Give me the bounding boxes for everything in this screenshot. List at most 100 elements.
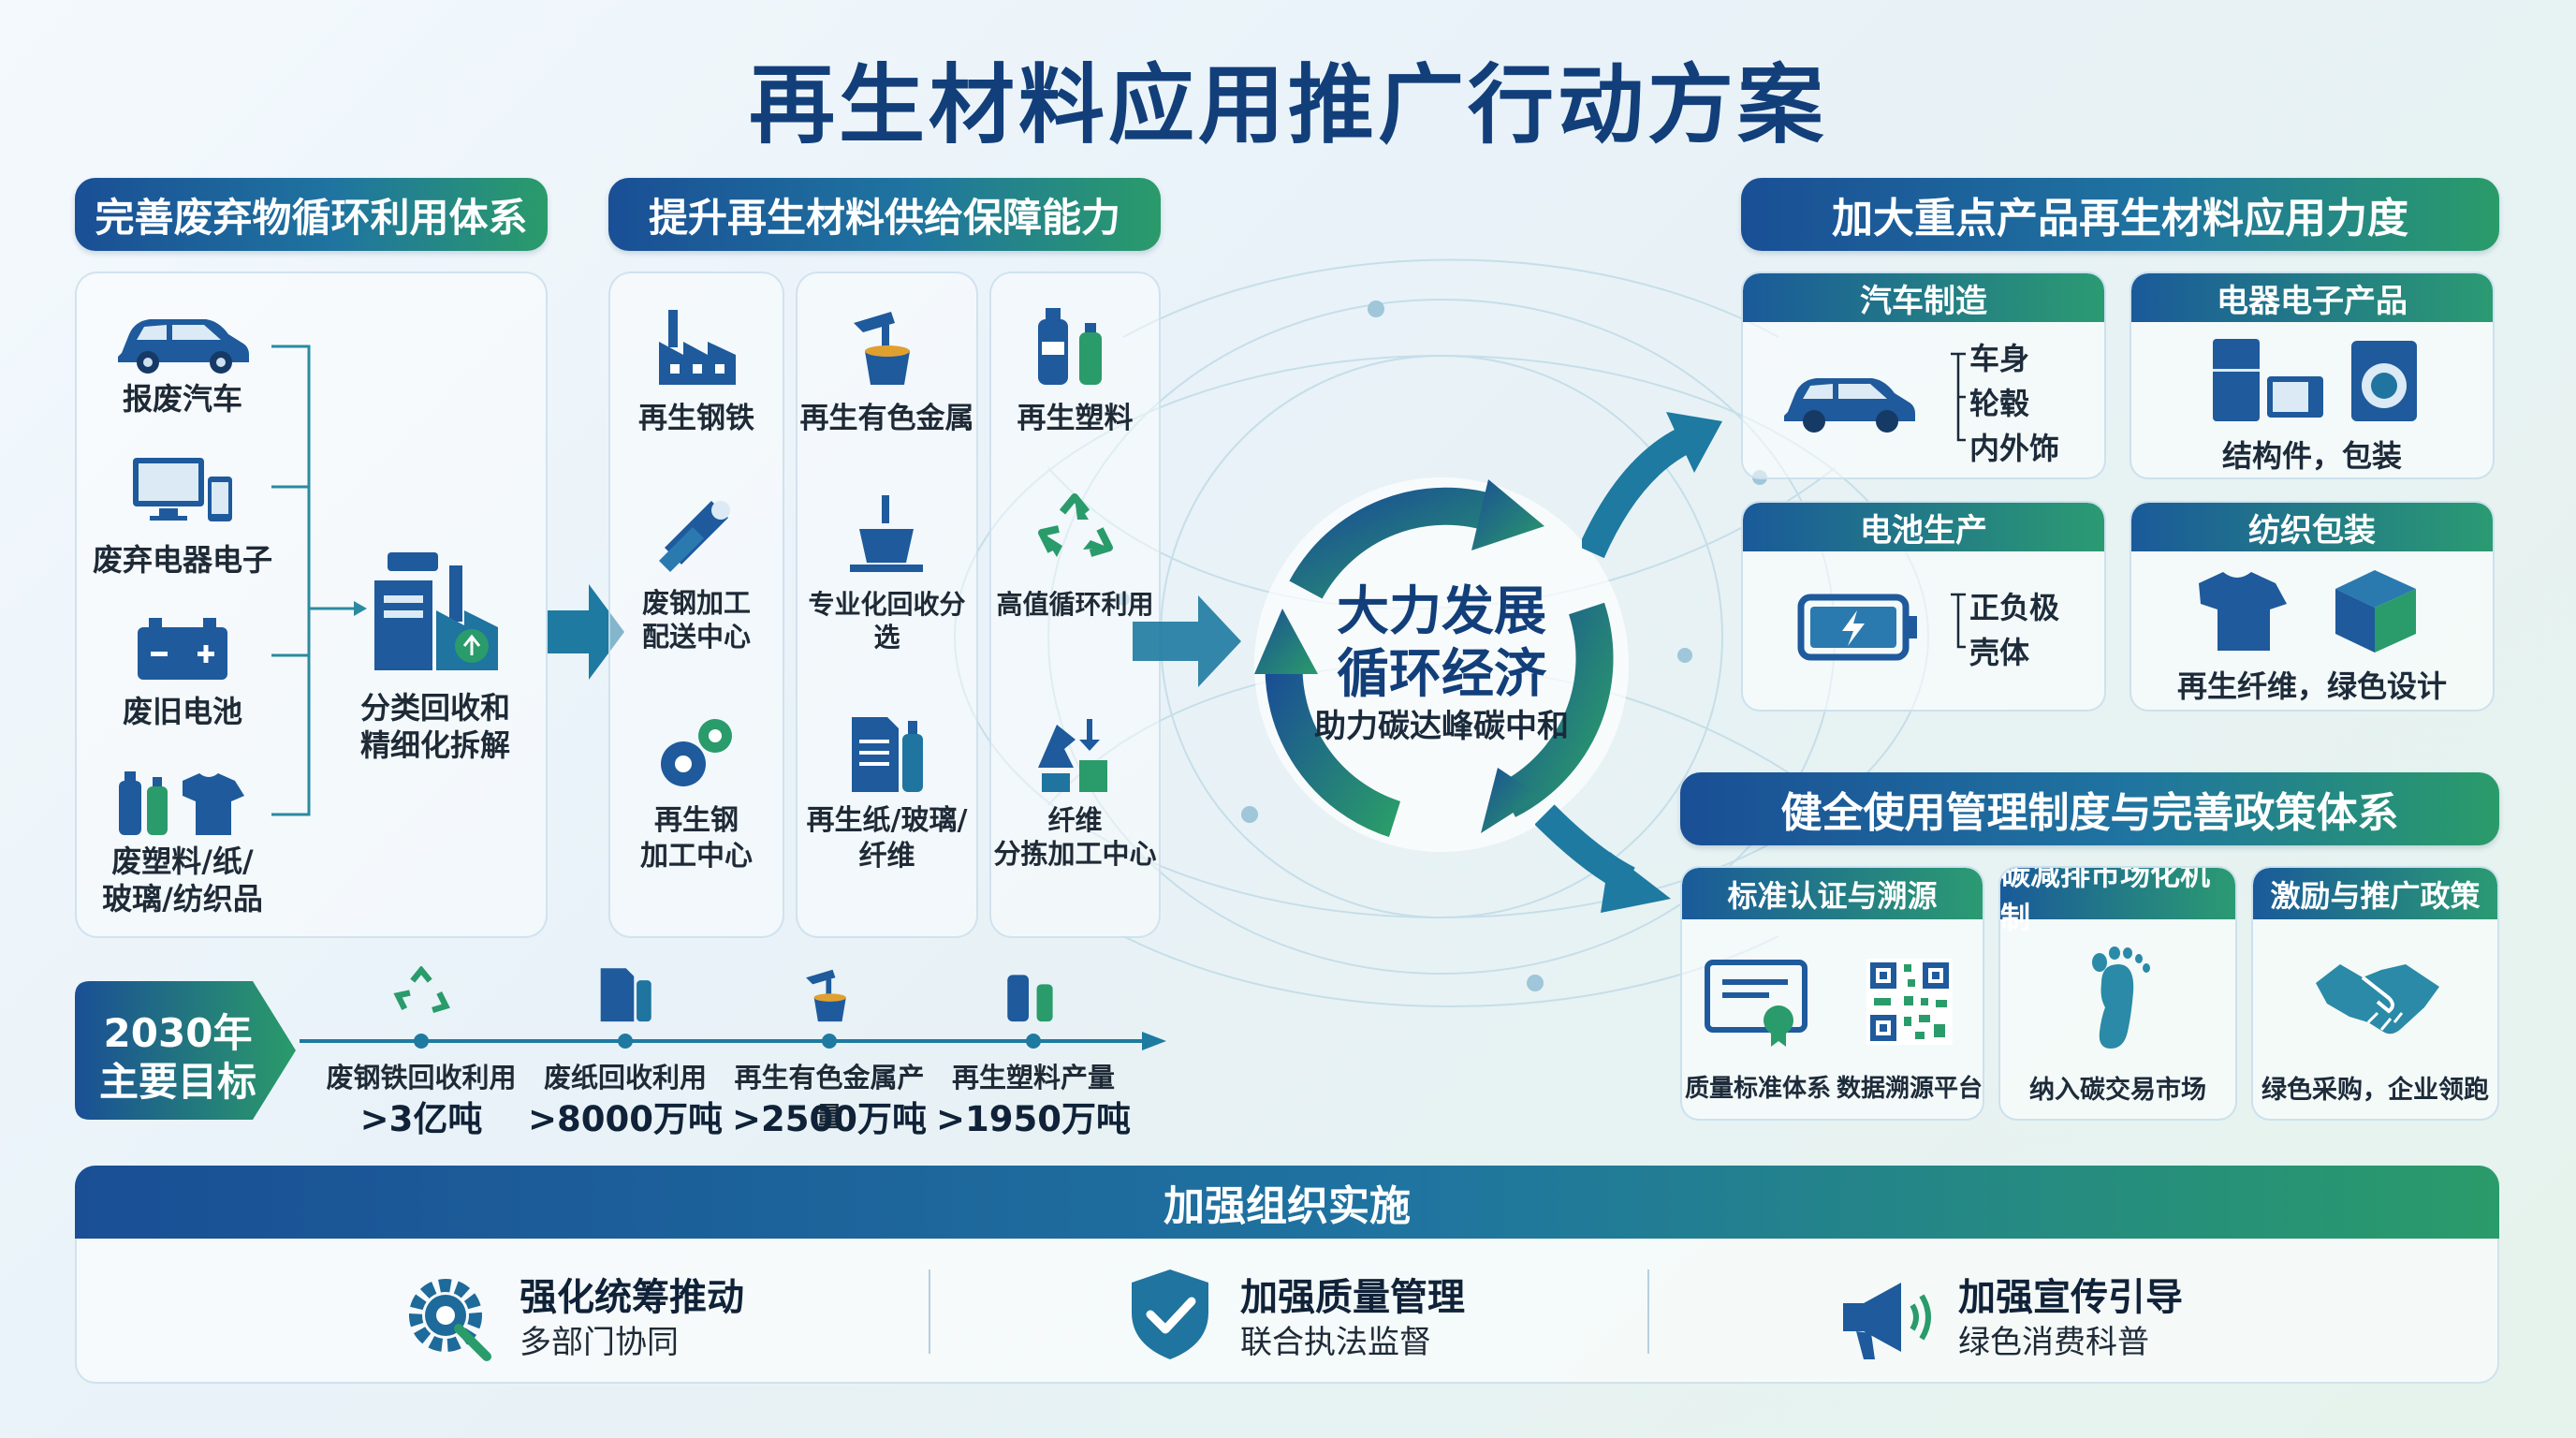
- policy-card-incentive-header: 激励与推广政策: [2253, 868, 2497, 919]
- hub-label: 分类回收和 精细化拆解: [359, 690, 510, 763]
- product-card-auto-header: 汽车制造: [1743, 273, 2104, 322]
- battery-icon: [138, 618, 227, 680]
- implementation-divider-2: [1647, 1269, 1649, 1354]
- steel-factory-icon: [659, 310, 736, 385]
- product-card-textile: 纺织包装: [2130, 501, 2495, 712]
- goal-3-label: 再生有色金属产量: [734, 1062, 925, 1133]
- section1-connectors: [271, 345, 367, 816]
- center-text-2: 循环经济: [1337, 644, 1546, 705]
- battery-charge-icon: [1797, 594, 1917, 661]
- implementation-divider-1: [929, 1269, 930, 1354]
- goal-4-label: 再生塑料产量: [951, 1062, 1115, 1093]
- page-title: 再生材料应用推广行动方案: [748, 55, 1827, 155]
- auto-item-1: 车身: [1969, 341, 2030, 376]
- policy-caption-standards: 质量标准体系: [1685, 1075, 1832, 1103]
- source-label-battery: 废旧电池: [122, 694, 242, 729]
- computer-icon: [133, 458, 232, 521]
- megaphone-icon: [1843, 1283, 1931, 1359]
- shirt-box-icon: [2199, 570, 2416, 653]
- electronics-caption: 结构件，包装: [2221, 438, 2402, 474]
- section3-header: 加大重点产品再生材料应用力度: [1741, 178, 2499, 251]
- implementation-item-1-title: 强化统筹推动: [520, 1276, 744, 1319]
- factory-recycle-icon: [374, 552, 498, 670]
- policy-caption-incentive: 绿色采购，企业领跑: [2261, 1076, 2489, 1105]
- policy-card-carbon-header: 碳减排市场化机制: [2000, 868, 2235, 935]
- plastic-bottles-icon: [1007, 975, 1053, 1022]
- shield-check-icon: [1132, 1269, 1208, 1359]
- col3-item-1-label: 再生塑料: [1017, 402, 1134, 435]
- section2-column-3: [989, 271, 1161, 938]
- policy-caption-traceability: 数据溯源平台: [1837, 1075, 1983, 1103]
- goal-1-value: >3亿吨: [359, 1099, 483, 1139]
- car-icon: [118, 319, 249, 374]
- plastic-bottles-icon: [1038, 308, 1102, 385]
- implementation-item-3-title: 加强宣传引导: [1958, 1276, 2183, 1319]
- circular-economy-cycle: [1254, 477, 1629, 852]
- product-card-battery: 电池生产: [1741, 501, 2106, 712]
- smelter-icon: [806, 969, 846, 1022]
- col1-item-3-label: 再生钢 加工中心: [640, 804, 753, 873]
- recycle-icon: [393, 966, 450, 1013]
- battery-parts-bracket: [1951, 593, 1966, 649]
- battery-item-2: 壳体: [1969, 635, 2030, 670]
- paper-bottle-icon: [852, 717, 923, 792]
- footprint-icon: [2092, 946, 2150, 1049]
- goal-2-label: 废纸回收利用: [543, 1062, 707, 1093]
- section4-header: 健全使用管理制度与完善政策体系: [1680, 772, 2499, 845]
- arrow-to-products: [1582, 412, 1722, 559]
- col2-item-1-label: 再生有色金属: [799, 402, 974, 435]
- section1-header: 完善废弃物循环利用体系: [75, 178, 548, 251]
- fiber-sorting-icon: [1038, 719, 1107, 792]
- gear-wrench-icon: [409, 1279, 491, 1361]
- paper-bottle-icon: [600, 968, 651, 1022]
- sorting-icon: [850, 495, 923, 572]
- section2-column-2: [796, 271, 978, 938]
- goals-timeline-line: [300, 1032, 1166, 1050]
- source-label-electronics: 废弃电器电子: [92, 542, 272, 578]
- recycle-icon: [1038, 493, 1113, 557]
- gears-icon: [661, 719, 732, 786]
- col3-item-2-label: 高值循环利用: [996, 589, 1154, 620]
- goals-badge-label: 主要目标: [98, 1059, 256, 1105]
- center-text-1: 大力发展: [1337, 581, 1546, 642]
- car-icon: [1784, 378, 1915, 433]
- battery-item-1: 正负极: [1969, 590, 2060, 625]
- arrow-to-policy: [1535, 804, 1671, 913]
- qr-code-icon: [1866, 959, 1953, 1045]
- auto-item-3: 内外饰: [1969, 431, 2060, 466]
- goals-badge-year: 2030年: [103, 1010, 253, 1056]
- certificate-icon: [1705, 960, 1808, 1047]
- flow-arrow-1: [548, 584, 624, 680]
- implementation-item-3-sub: 绿色消费科普: [1958, 1324, 2149, 1361]
- policy-card-incentive: 激励与推广政策: [2251, 866, 2499, 1121]
- implementation-item-1-sub: 多部门协同: [520, 1324, 679, 1361]
- product-card-electronics: 电器电子产品: [2130, 271, 2495, 479]
- bottles-shirt-icon: [119, 771, 244, 835]
- steel-bars-icon: [659, 501, 730, 572]
- implementation-item-2-title: 加强质量管理: [1240, 1276, 1465, 1319]
- col2-item-3-label: 再生纸/玻璃/ 纤维: [806, 804, 968, 873]
- product-card-battery-header: 电池生产: [1743, 503, 2104, 551]
- goals-badge: [75, 981, 296, 1120]
- col2-item-2-label: 专业化回收分选: [808, 589, 966, 653]
- textile-caption: 再生纤维，绿色设计: [2176, 668, 2447, 704]
- col1-item-2-label: 废钢加工 配送中心: [641, 587, 751, 653]
- col1-item-1-label: 再生钢铁: [638, 402, 754, 435]
- center-text-3: 助力碳达峰碳中和: [1314, 708, 1569, 745]
- implementation-header: 加强组织实施: [75, 1166, 2499, 1239]
- auto-parts-bracket: [1951, 352, 1966, 442]
- product-card-textile-header: 纺织包装: [2131, 503, 2493, 551]
- section2-header: 提升再生材料供给保障能力: [608, 178, 1161, 251]
- flow-arrow-2: [1133, 595, 1241, 687]
- smelter-icon: [854, 312, 910, 385]
- source-label-car: 报废汽车: [122, 381, 242, 417]
- col3-item-3-label: 纤维 分拣加工中心: [993, 804, 1157, 871]
- handshake-icon: [2316, 964, 2439, 1034]
- policy-caption-carbon: 纳入碳交易市场: [2029, 1076, 2206, 1105]
- goal-4-value: >1950万吨: [936, 1099, 1131, 1139]
- auto-item-2: 轮毂: [1969, 386, 2030, 421]
- implementation-panel: [75, 1239, 2499, 1384]
- implementation-item-2-sub: 联合执法监督: [1240, 1324, 1431, 1361]
- goal-2-value: >8000万吨: [528, 1099, 723, 1139]
- product-card-electronics-header: 电器电子产品: [2131, 273, 2493, 322]
